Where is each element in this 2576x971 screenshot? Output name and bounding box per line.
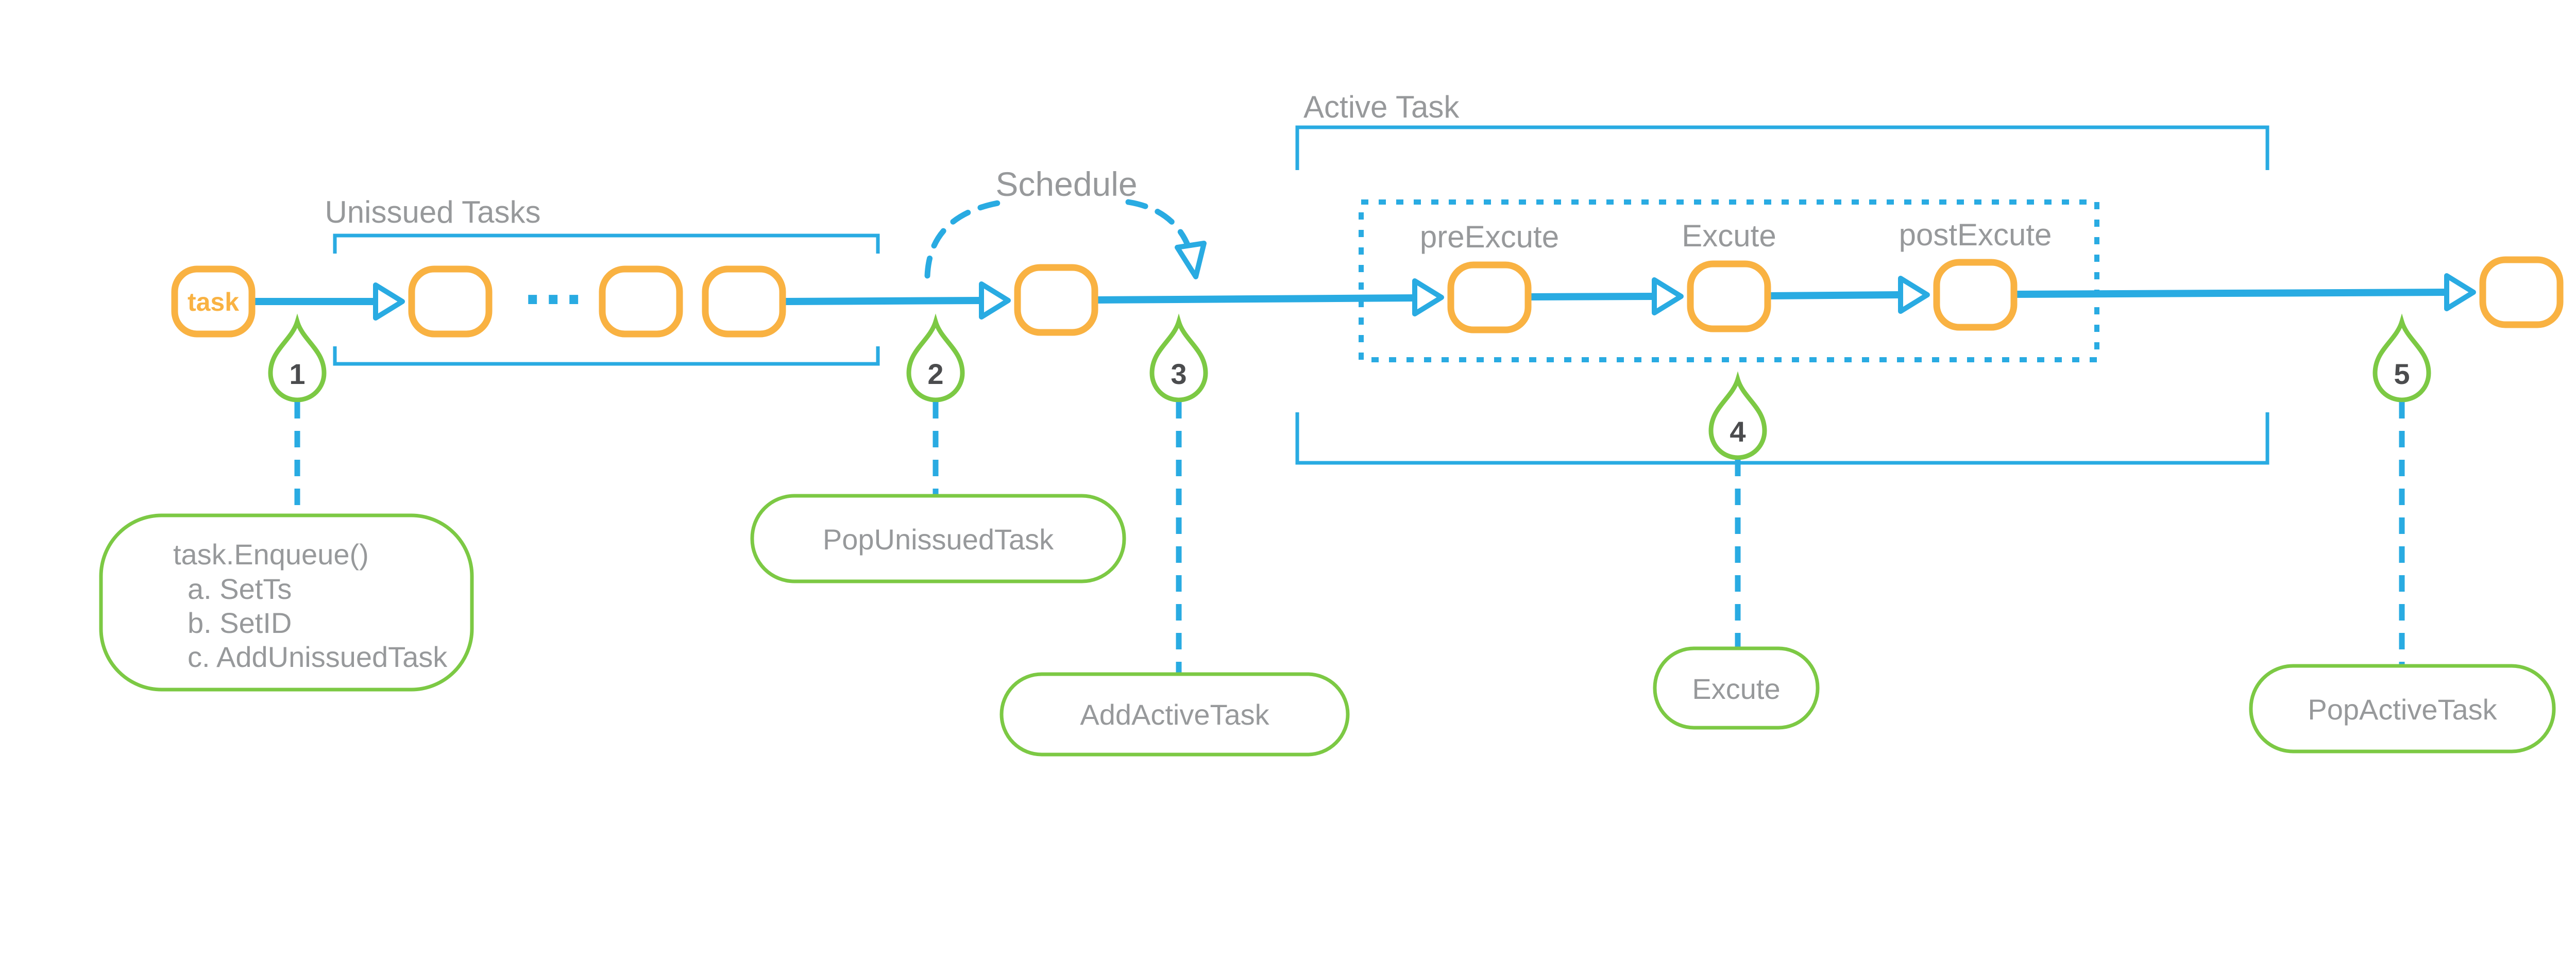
callout-pop-active: PopActiveTask: [2249, 664, 2556, 754]
task-node-label: task: [188, 288, 239, 316]
teardrop-icon: [268, 313, 327, 403]
callout-line: a. SetTs: [188, 573, 292, 605]
callout-pop-unissued: PopUnissuedTask: [750, 494, 1126, 583]
arrow-icon: [979, 281, 1011, 320]
callout-line: c. AddUnissuedTask: [188, 641, 448, 673]
callout-enqueue: task.Enqueue() a. SetTs b. SetID c. AddU…: [99, 513, 474, 692]
finished-node: [2479, 256, 2564, 328]
execution-dotted-box: [1359, 199, 2099, 362]
flow-segment: [782, 297, 983, 305]
task-nodes: task ···: [171, 256, 2564, 338]
unissued-tasks-bracket: [333, 233, 880, 366]
callout-box: [1653, 646, 1820, 730]
callout-add-active: AddActiveTask: [999, 672, 1350, 757]
schedule-arcs: [924, 199, 1207, 279]
arrow-icon: [1898, 276, 1930, 314]
callout-line: AddActiveTask: [1080, 698, 1269, 731]
callout-line: b. SetID: [188, 607, 292, 639]
marker-number: 1: [289, 358, 305, 390]
callout-line: Excute: [1692, 673, 1780, 705]
flow-segment: [1094, 294, 1416, 304]
main-flow-line: [252, 273, 2476, 321]
callout-excute: Excute: [1653, 646, 1820, 730]
arrow-icon: [2444, 273, 2476, 311]
unissued-node-3: [702, 265, 786, 338]
bracket-bottom: [333, 346, 880, 366]
flow-segment: [1528, 293, 1656, 300]
bracket-top: [1295, 125, 2269, 170]
teardrop-icon: [906, 313, 965, 403]
marker-number: 2: [927, 358, 943, 390]
marker-1: 1: [268, 313, 327, 403]
schedule-arc-left: [924, 199, 1007, 279]
post-excute-label: postExcute: [1899, 217, 2052, 252]
section-labels: Unissued Tasks Schedule Active Task preE…: [325, 90, 2052, 254]
marker-3: 3: [1149, 313, 1208, 403]
teardrop-icon: [2372, 313, 2431, 403]
callout-line: PopUnissuedTask: [823, 523, 1054, 556]
excute-label: Excute: [1682, 219, 1776, 253]
bracket-top: [333, 233, 880, 254]
unissued-node-1: [408, 265, 493, 338]
marker-4: 4: [1708, 371, 1767, 460]
marker-connectors: [294, 402, 2405, 691]
task-source-node: [171, 265, 256, 338]
active-task-label: Active Task: [1303, 90, 1460, 124]
callout-line: PopActiveTask: [2308, 693, 2497, 726]
marker-number: 3: [1171, 358, 1187, 390]
arrow-icon: [373, 282, 405, 321]
arrow-icon: [1412, 278, 1444, 316]
callout-box: [999, 672, 1350, 757]
teardrop-icon: [1149, 313, 1208, 403]
marker-5: 5: [2372, 313, 2431, 403]
bracket-bottom: [1295, 412, 2269, 465]
teardrop-icon: [1708, 371, 1767, 460]
pre-excute-node: [1447, 261, 1532, 333]
schedule-arc-right: [1125, 199, 1197, 271]
marker-number: 5: [2394, 358, 2410, 390]
flow-segment: [2013, 289, 2448, 298]
unissued-node-2: [599, 265, 683, 338]
callout-line: task.Enqueue(): [173, 538, 369, 571]
callout-box: [99, 513, 474, 692]
active-task-bracket: [1295, 125, 2269, 465]
marker-number: 4: [1730, 415, 1745, 448]
excute-node: [1687, 260, 1771, 332]
schedule-label: Schedule: [995, 165, 1137, 203]
callout-box: [2249, 664, 2556, 754]
scheduled-node: [1014, 264, 1098, 336]
pre-excute-label: preExcute: [1420, 220, 1559, 254]
callout-box: [750, 494, 1126, 583]
queue-ellipsis: ···: [524, 264, 586, 333]
post-excute-node: [1933, 259, 2018, 331]
marker-2: 2: [906, 313, 965, 403]
flow-segment: [1767, 291, 1902, 299]
unissued-tasks-label: Unissued Tasks: [325, 195, 540, 229]
arrow-icon: [1652, 277, 1684, 315]
arrow-icon: [1175, 241, 1207, 279]
